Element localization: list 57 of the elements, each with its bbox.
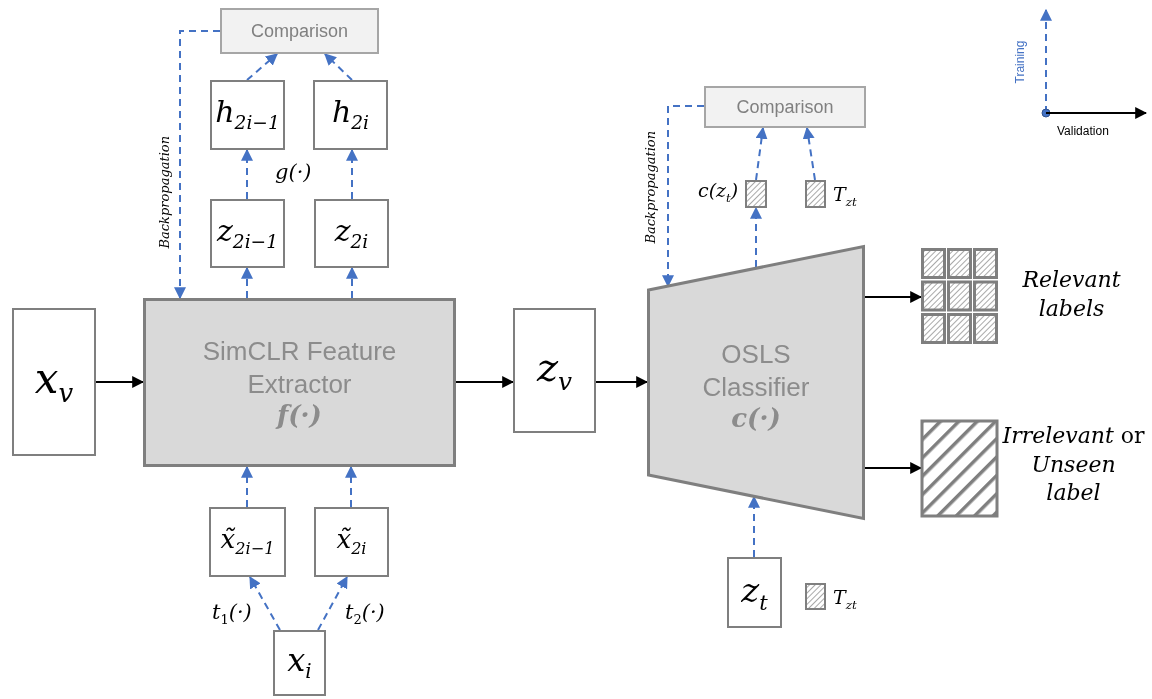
arrow (864, 462, 923, 474)
math-symbol: x$_{v}$ (34, 357, 74, 407)
dashed-arrow (802, 126, 816, 181)
variable-box (273, 630, 326, 696)
arrow (595, 376, 649, 388)
math-label: g(·) (275, 160, 312, 184)
math-symbol: z$_{t}$ (741, 572, 768, 613)
math-symbol: z$_{2i}$ (334, 215, 369, 252)
dashed-arrow (317, 575, 348, 631)
dashed-arrow (241, 148, 253, 200)
label-text: c(z$_{t}$) (698, 178, 739, 207)
dashed-arrow (345, 465, 357, 508)
dashed-arrow (241, 465, 253, 508)
arrow (95, 376, 145, 388)
label-text: Irrelevant or Unseen label (1001, 422, 1146, 508)
variable-box (314, 199, 389, 268)
legend-label: Training (1013, 39, 1027, 86)
comparison-box (704, 86, 866, 128)
dashed-arrow (174, 30, 221, 300)
dashed-arrow (241, 266, 253, 299)
dashed-arrow (249, 575, 281, 631)
dashed-arrow (324, 53, 353, 81)
comparison-box (220, 8, 379, 54)
edge-label: Backpropagation (156, 136, 172, 251)
box-label: Comparison (250, 20, 348, 42)
arrow (864, 291, 923, 303)
dashed-arrow (346, 148, 358, 200)
math-symbol: z$_{2i−1}$ (217, 215, 278, 252)
feature-extractor-box (143, 298, 456, 467)
label-text: Relevant labels (1021, 266, 1122, 323)
dashed-arrow (750, 206, 762, 268)
dashed-arrow (755, 126, 768, 181)
variable-box (210, 80, 285, 150)
math-symbol: h$_{2i−1}$ (215, 97, 280, 133)
math-symbol: z$_{v}$ (536, 346, 573, 395)
function-symbol: f(·) (277, 400, 322, 430)
variable-box (727, 557, 782, 628)
math-symbol: x̃$_{2i}$ (336, 526, 367, 558)
legend-label: Validation (1057, 124, 1109, 138)
dashed-arrow (246, 53, 278, 81)
dashed-arrow (748, 495, 760, 558)
variable-box (12, 308, 96, 456)
box-label: Comparison (736, 96, 834, 118)
variable-box (314, 507, 389, 577)
function-symbol: c(·) (731, 403, 781, 433)
arrow (455, 376, 515, 388)
edge-label: Backpropagation (642, 131, 658, 246)
math-label: t$_{2}$(·) (345, 600, 385, 628)
math-label: t$_{1}$(·) (212, 600, 252, 628)
math-symbol: h$_{2i}$ (331, 97, 370, 133)
variable-box (210, 199, 285, 268)
dashed-arrow (346, 266, 358, 299)
variable-box (513, 308, 596, 433)
math-symbol: x$_{i}$ (287, 643, 312, 683)
variable-box (313, 80, 388, 150)
variable-box (209, 507, 286, 577)
math-symbol: x̃$_{2i−1}$ (220, 526, 275, 558)
